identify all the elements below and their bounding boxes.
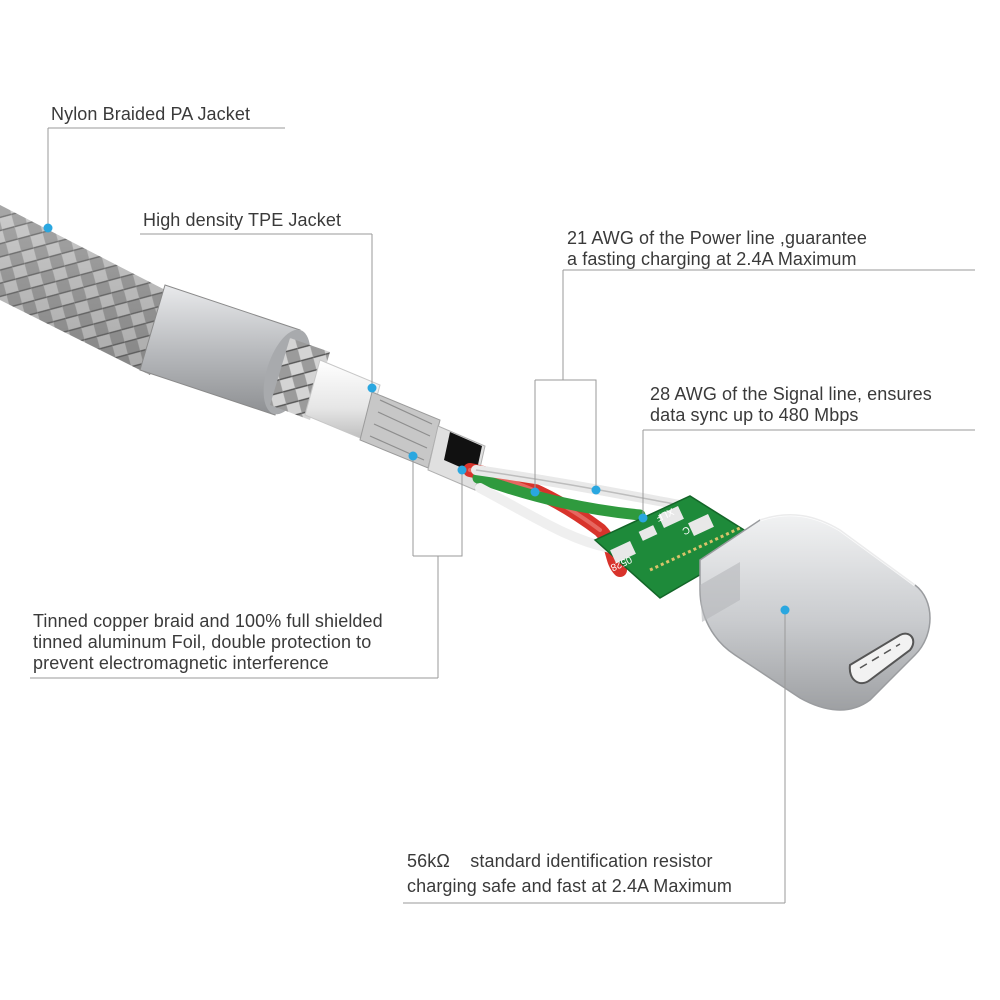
- marker-dot-braid: [408, 451, 418, 461]
- label-shield-3: prevent electromagnetic interference: [33, 653, 329, 673]
- label-nylon-jacket: Nylon Braided PA Jacket: [51, 104, 251, 124]
- label-power-line-2: a fasting charging at 2.4A Maximum: [567, 249, 857, 269]
- copper-braid: [359, 391, 441, 469]
- usb-c-plug: [699, 513, 931, 711]
- marker-dot-resistor: [780, 605, 790, 615]
- marker-dot-power-white: [591, 485, 601, 495]
- label-power-line-1: 21 AWG of the Power line ,guarantee: [567, 228, 868, 248]
- pcb-mark-2: C: [680, 523, 691, 536]
- callout-bracket-power-right: [535, 379, 597, 490]
- callout-bracket-shield-right: [413, 470, 463, 557]
- braided-cable: [0, 205, 175, 375]
- label-resistor-2: charging safe and fast at 2.4A Maximum: [407, 876, 732, 896]
- label-signal-line-2: data sync up to 480 Mbps: [650, 405, 859, 425]
- marker-dot-nylon: [43, 223, 53, 233]
- marker-dot-tpe: [367, 383, 377, 393]
- marker-dot-foil: [457, 465, 467, 475]
- label-shield-1: Tinned copper braid and 100% full shield…: [33, 611, 383, 631]
- marker-dot-signal: [638, 513, 648, 523]
- label-tpe-jacket: High density TPE Jacket: [143, 210, 342, 230]
- label-resistor-1: 56kΩ standard identification resistor: [407, 851, 713, 871]
- marker-dots: [43, 223, 790, 615]
- label-shield-2: tinned aluminum Foil, double protection …: [33, 632, 372, 652]
- marker-dot-power-red: [530, 487, 540, 497]
- label-signal-line-1: 28 AWG of the Signal line, ensures: [650, 384, 932, 404]
- inner-wires: [463, 463, 685, 577]
- callout-lines: [30, 127, 975, 904]
